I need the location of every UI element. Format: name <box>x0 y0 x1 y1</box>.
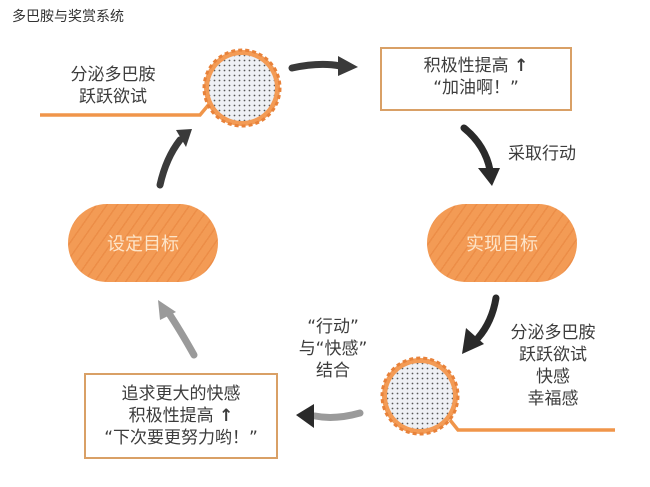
neuron-bottom-icon <box>380 356 460 436</box>
up-arrow-icon: ↑ <box>219 406 234 426</box>
signal-line-top <box>40 101 212 117</box>
label-line: 跃跃欲试 <box>79 87 147 107</box>
label-line: 分泌多巴胺 <box>510 323 596 343</box>
label-line: 与“快感” <box>298 339 368 359</box>
arrow-left-icon <box>296 404 364 428</box>
motivation-text: 积极性提高 <box>128 406 214 426</box>
dopamine-bottom-label: 分泌多巴胺 跃跃欲试 快感 幸福感 <box>498 322 608 410</box>
diagram-title: 多巴胺与奖赏系统 <box>12 9 124 25</box>
cheer-text: “下次要更努力哟！” <box>104 428 258 448</box>
combine-label: “行动” 与“快感” 结合 <box>283 316 383 382</box>
arrow-up-right-icon <box>156 129 192 189</box>
take-action-label: 采取行动 <box>508 144 576 164</box>
pursue-text: 追求更大的快感 <box>121 384 241 404</box>
dopamine-top-label: 分泌多巴胺 跃跃欲试 <box>48 64 178 108</box>
set-goal-node: 设定目标 <box>68 204 218 282</box>
achieve-goal-node: 实现目标 <box>427 204 577 282</box>
label-line: 幸福感 <box>527 389 579 409</box>
pursue-box: 追求更大的快感 积极性提高 ↑ “下次要更努力哟！” <box>84 373 278 459</box>
motivation-text: 积极性提高 <box>423 56 509 76</box>
label-line: 跃跃欲试 <box>519 345 587 365</box>
motivation-box: 积极性提高 ↑ “加油啊！” <box>380 47 572 111</box>
label-line: 分泌多巴胺 <box>70 65 156 85</box>
cheer-text: “加油啊！” <box>433 78 519 98</box>
neuron-top-icon <box>202 48 282 128</box>
signal-line-bottom <box>448 418 615 432</box>
label-line: 结合 <box>316 361 350 381</box>
arrow-down-left-icon <box>462 294 500 354</box>
arrow-down-right-icon <box>460 124 500 186</box>
up-arrow-icon: ↑ <box>514 56 529 76</box>
label-line: 快感 <box>536 367 570 387</box>
arrow-up-left-icon <box>158 300 198 359</box>
label-line: “行动” <box>307 317 359 337</box>
arrow-right-icon <box>288 56 358 76</box>
